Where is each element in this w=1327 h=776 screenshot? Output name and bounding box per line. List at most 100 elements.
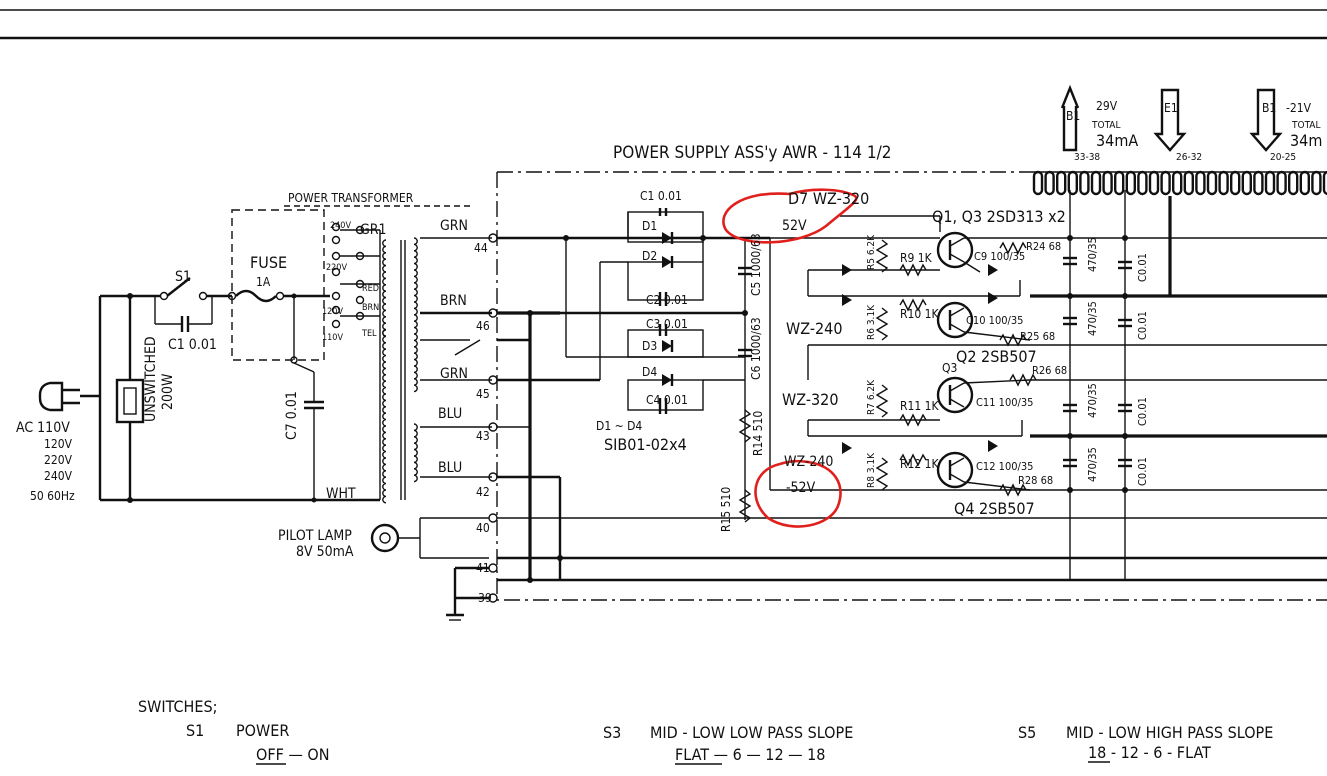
tap-220v: 220V	[326, 263, 347, 273]
transistor-q2-label: Q2 2SB507	[956, 347, 1037, 366]
connector-terminal	[1102, 170, 1113, 196]
wire-blu-2: BLU	[438, 460, 462, 476]
switch-s1-title: POWER	[236, 721, 289, 740]
connector-terminal	[1218, 170, 1229, 196]
diode-part-range: D1 ~ D4	[596, 419, 642, 433]
connector-terminal	[1195, 170, 1206, 196]
output-b1-current: 34mA	[1096, 131, 1138, 150]
output-b2-current: 34m	[1290, 131, 1322, 150]
pilot-lamp-rating: 8V 50mA	[296, 544, 354, 560]
cap-470-4: 470/35	[1086, 447, 1099, 482]
transistor-q4-label: Q4 2SB507	[954, 499, 1035, 518]
ac-input-4: 240V	[44, 469, 73, 483]
power-transformer	[284, 205, 470, 504]
tap-wire-brn: BRN	[362, 303, 379, 313]
output-b1-total: TOTAL	[1091, 120, 1120, 131]
pilot-lamp-label: PILOT LAMP	[278, 528, 352, 544]
transistor-q3	[936, 376, 974, 414]
diode-part-number: SIB01-02x4	[604, 435, 687, 454]
pin-42: 42	[476, 485, 490, 499]
resistor-r26: R26 68	[1032, 364, 1067, 377]
cap-c11: C11 100/35	[976, 396, 1033, 409]
output-arrow-b2	[1249, 88, 1283, 152]
diode-d4: D4	[642, 365, 657, 379]
switch-s5-title: MID - LOW HIGH PASS SLOPE	[1066, 723, 1273, 742]
connector-terminal	[1322, 170, 1327, 196]
primary-coil	[382, 239, 387, 337]
pin-43: 43	[476, 429, 490, 443]
connector-terminal	[1264, 170, 1276, 196]
connector-terminal	[1113, 170, 1125, 196]
cap-c12: C12 100/35	[976, 460, 1033, 473]
cap-c9: C9 100/35	[974, 250, 1025, 263]
transistor-q1-q3-label: Q1, Q3 2SD313 x2	[932, 207, 1066, 226]
output-e1-label: E1	[1164, 101, 1178, 115]
zener-bottom-label: WZ-240	[784, 454, 833, 470]
connector-terminal	[1229, 170, 1241, 196]
tap-wire-gr1: GR1	[360, 222, 387, 238]
fuse-icon	[235, 289, 277, 303]
regulator-section	[769, 84, 1327, 580]
switch-s1-values: OFF — ON	[256, 745, 330, 764]
switches-heading: SWITCHES;	[138, 697, 217, 716]
ac-input-1: AC 110V	[16, 420, 70, 436]
cap-470-1: 470/35	[1086, 237, 1099, 272]
tap-wire-tel: TEL	[361, 329, 377, 339]
pin-46: 46	[476, 319, 490, 333]
switch-s1-name: S1	[186, 721, 204, 740]
diode-d1: D1	[642, 219, 657, 233]
output-b2-label: B1	[1262, 101, 1276, 115]
resistor-r8: R8 3.1K	[866, 452, 877, 488]
secondary-coil	[413, 237, 418, 393]
wire-grn-1: GRN	[440, 218, 468, 234]
zener-top-label: D7 WZ-320	[788, 189, 869, 208]
ac-input-5: 50 60Hz	[30, 489, 75, 503]
connector-terminal	[1044, 170, 1055, 196]
cap-c7-label: C7 0.01	[284, 391, 300, 440]
tap-240v: 240V	[330, 221, 351, 231]
pin-41: 41	[476, 561, 490, 575]
resistor-r9: R9 1K	[900, 251, 933, 265]
resistor-r28: R28 68	[1018, 474, 1053, 487]
output-arrow-b1	[1060, 84, 1080, 152]
pin-44: 44	[474, 241, 488, 255]
output-b1-label: B1	[1066, 109, 1080, 123]
ac-input-2: 120V	[44, 437, 73, 451]
fuse-label: FUSE	[250, 253, 287, 272]
pilot-lamp-icon	[370, 523, 400, 553]
cap-001-3: C0.01	[1136, 397, 1149, 426]
connector-terminal	[1079, 170, 1090, 196]
output-b2-pins: 20-25	[1270, 152, 1296, 163]
switch-s3-values: FLAT — 6 — 12 — 18	[675, 745, 825, 764]
switch-s1-label: S1	[175, 269, 191, 285]
resistor-r25: R25 68	[1020, 330, 1055, 343]
wire-brn: BRN	[440, 293, 467, 309]
secondary-wiring	[370, 233, 498, 621]
switches-legend: SWITCHES; S1 POWER OFF — ON S3 MID - LOW…	[138, 697, 1273, 765]
connector-terminal	[1183, 170, 1195, 196]
cap-001-2: C0.01	[1136, 311, 1149, 340]
connector-terminal	[1276, 170, 1287, 196]
resistor-r12: R12 1K	[900, 457, 940, 471]
pin-40: 40	[476, 521, 490, 535]
power-switch-s1	[166, 277, 191, 297]
wire-wht: WHT	[326, 486, 356, 502]
connector-terminal	[1287, 170, 1299, 196]
ac-plug-icon	[38, 381, 64, 412]
switch-s5-name: S5	[1018, 723, 1036, 742]
connector-terminal	[1160, 170, 1171, 196]
transformer-label: POWER TRANSFORMER	[288, 191, 414, 205]
transistor-q2	[936, 301, 974, 339]
output-b2-voltage: -21V	[1286, 101, 1312, 115]
resistor-r14: R14 510	[751, 411, 765, 456]
transistor-q1	[936, 231, 974, 269]
transistor-q3-label: Q3	[942, 361, 957, 375]
connector-terminal	[1125, 170, 1137, 196]
resistor-r5: R5 6.2K	[866, 234, 877, 270]
connector-terminal	[1055, 170, 1067, 196]
diode-d3: D3	[642, 339, 657, 353]
outlet-label-1: UNSWITCHED	[143, 336, 159, 422]
output-e1-pins: 26-32	[1176, 152, 1202, 163]
cap-c4: C4 0.01	[646, 393, 688, 407]
cap-001-1: C0.01	[1136, 253, 1149, 282]
